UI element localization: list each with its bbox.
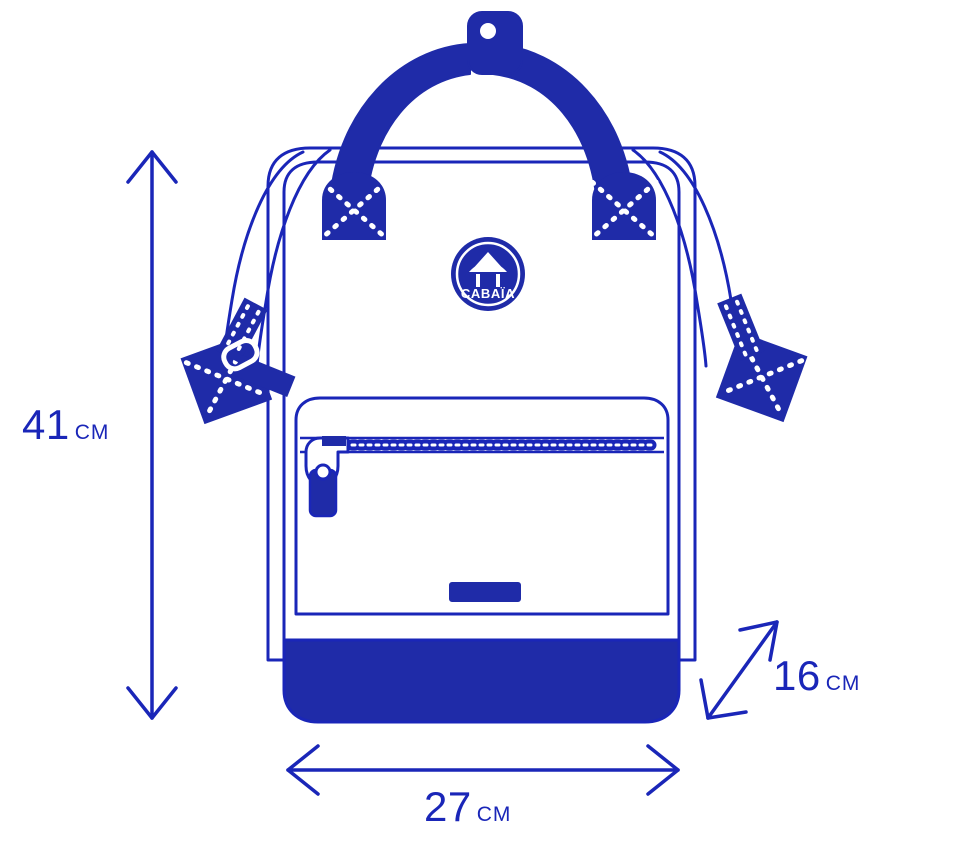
handle-keeper-tab bbox=[467, 11, 523, 75]
width-value: 27 bbox=[424, 783, 472, 830]
bag-body-outline bbox=[266, 146, 697, 662]
anchor-patch-left bbox=[319, 172, 389, 241]
width-unit: CM bbox=[476, 803, 512, 826]
depth-dimension-arrow bbox=[699, 620, 779, 720]
carry-handle bbox=[329, 11, 634, 205]
side-tab-left bbox=[180, 297, 296, 425]
keeper-hole bbox=[480, 23, 496, 39]
front-label-bar bbox=[449, 582, 521, 602]
tent-icon bbox=[469, 252, 507, 287]
height-dimension-arrow bbox=[126, 150, 178, 720]
logo-wordmark: CABAÏA bbox=[461, 286, 515, 301]
anchor-patch-right bbox=[589, 172, 659, 241]
width-dimension-arrow bbox=[286, 744, 680, 796]
front-pocket-outline bbox=[294, 396, 670, 616]
bottom-panel bbox=[282, 638, 681, 724]
depth-unit: CM bbox=[825, 672, 861, 695]
depth-value: 16 bbox=[773, 652, 821, 699]
zipper bbox=[300, 436, 664, 518]
side-tab-right bbox=[715, 293, 808, 423]
height-unit: CM bbox=[74, 421, 110, 444]
logo-badge: CABAÏA bbox=[451, 237, 525, 311]
x-stitch-left bbox=[319, 180, 389, 241]
height-value: 41 bbox=[22, 401, 70, 448]
x-stitch-right bbox=[589, 180, 659, 241]
